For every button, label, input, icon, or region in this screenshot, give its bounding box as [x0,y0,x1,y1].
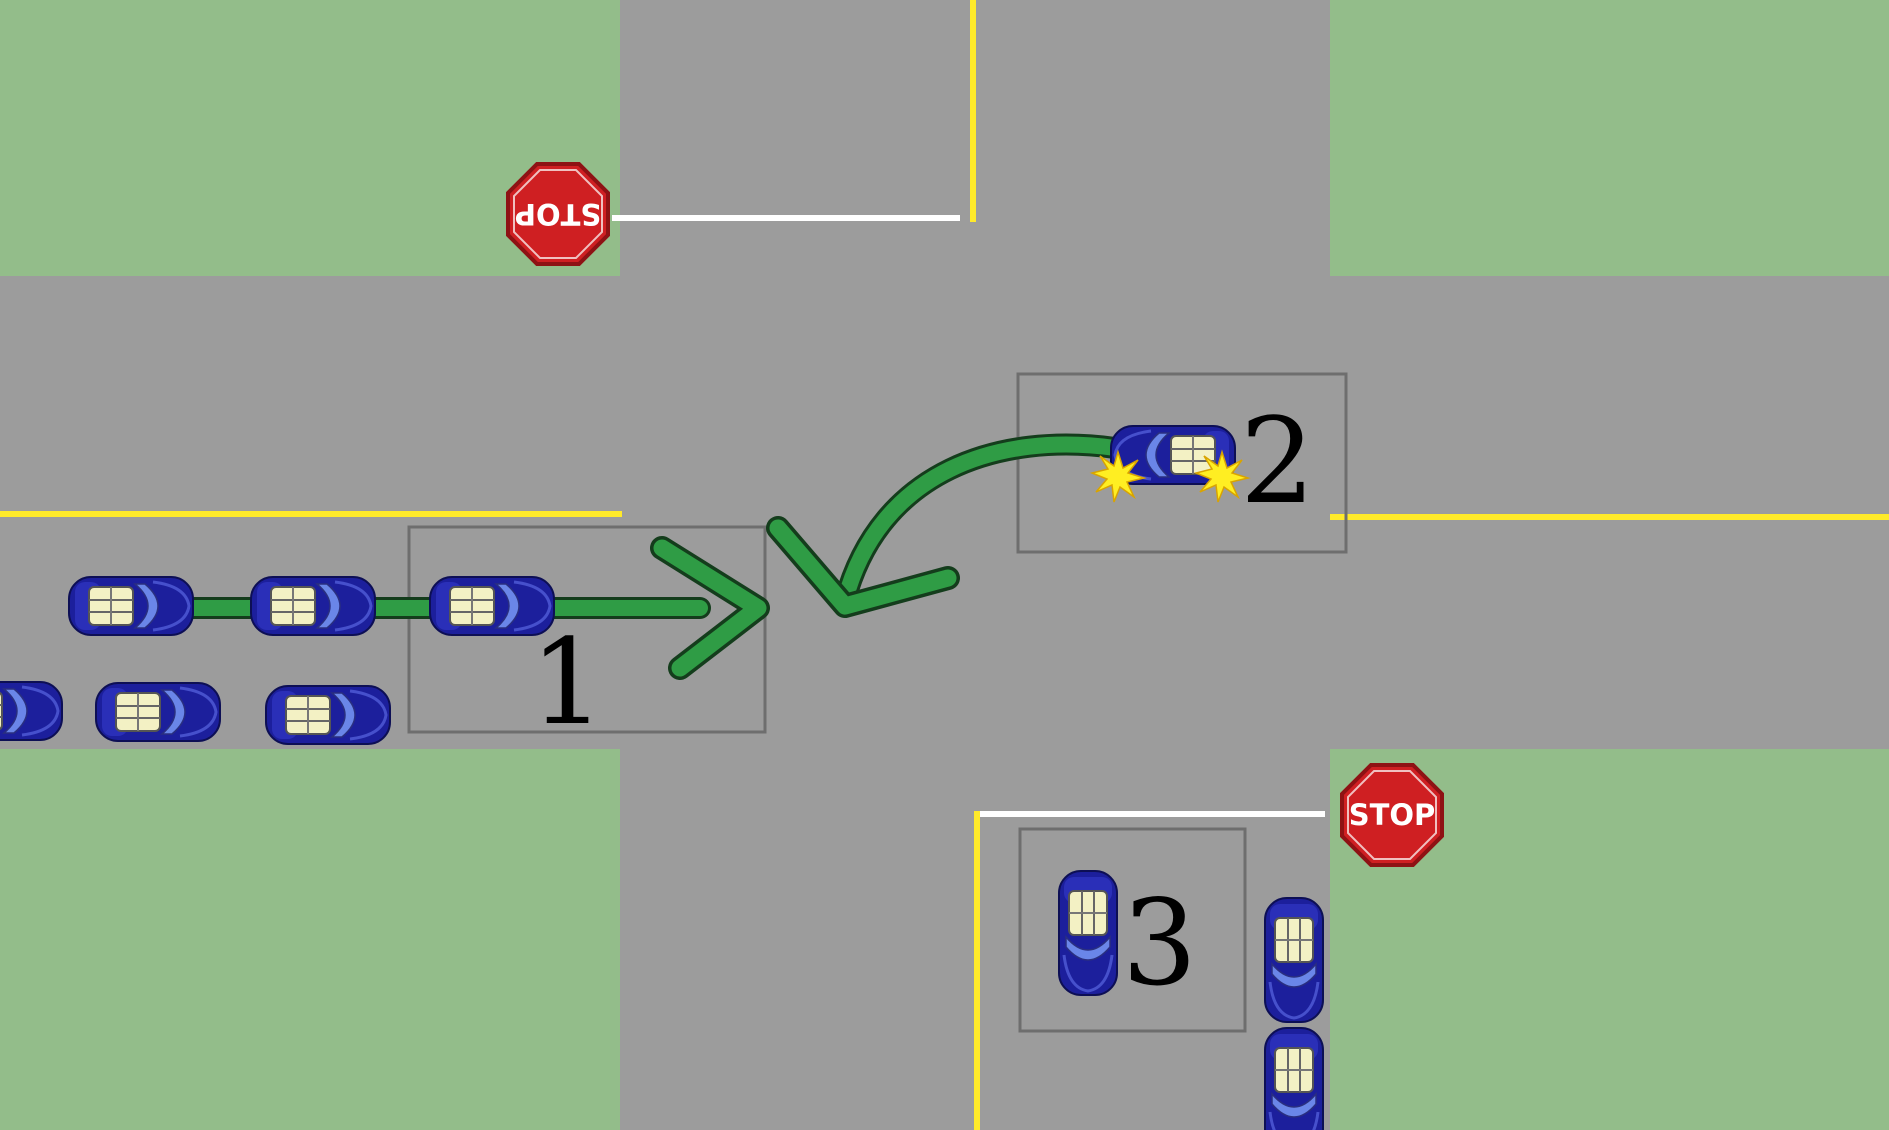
vehicle-2-label: 2 [1240,392,1315,530]
center-line-south [974,811,980,1130]
stop-sign-north: STOP [506,162,610,266]
stop-sign-south-text: STOP [1349,798,1436,832]
stop-sign-icon [1340,763,1444,867]
vehicle-1-path [109,536,770,680]
car-icon [67,575,195,637]
grass-northeast [1330,0,1889,276]
grass-southwest [0,749,620,1130]
vehicle-3-label: 3 [1122,874,1197,1012]
car-icon [94,681,222,743]
center-line-north [970,0,976,222]
vehicle-3-box [1018,827,1247,1033]
center-line-east [1330,514,1889,520]
car-icon [1263,1026,1325,1130]
stop-sign-north-text: STOP [515,197,602,231]
stop-sign-south: STOP [1340,763,1444,867]
car-icon [0,680,64,742]
vehicle-3 [1057,869,1119,997]
vehicle-2-path [766,433,1126,618]
stop-line-north [612,215,960,221]
car-icon [249,575,377,637]
car-icon [264,684,392,746]
vehicle-2-box [1016,372,1348,554]
stop-line-south [980,811,1325,817]
car-icon [1057,869,1119,997]
stop-sign-icon [506,162,610,266]
car-icon [1263,896,1325,1024]
center-line-west [0,511,622,517]
vehicle-1-label: 1 [530,613,605,751]
vehicle-1-box [407,525,767,734]
